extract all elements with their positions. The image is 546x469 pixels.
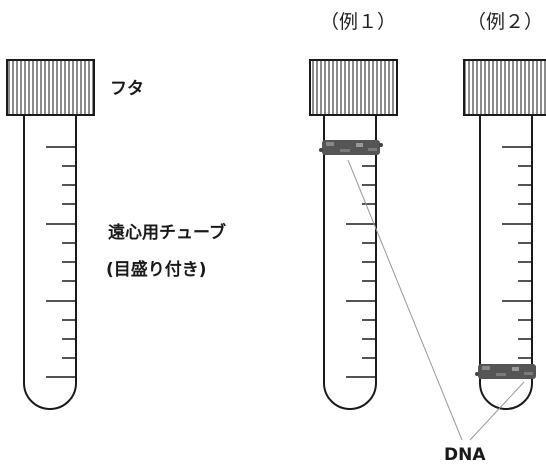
tube-reference-cap: [6, 59, 95, 116]
dna-pointer-example-2: [469, 381, 525, 441]
example-2-label: （例２）: [467, 11, 543, 33]
tube-example-1-scale: [346, 146, 376, 378]
example-1-label: （例１）: [320, 11, 396, 33]
dna-label: DNA: [444, 445, 486, 465]
tube-example-2-body: [479, 114, 533, 410]
dna-pointer-example-1: [347, 159, 463, 441]
tube-sublabel: (目盛り付き): [106, 259, 207, 280]
dna-band-example-2: [475, 364, 536, 379]
tube-reference-scale: [46, 146, 76, 378]
dna-band-example-1: [319, 140, 383, 155]
tube-reference: [6, 59, 95, 410]
tube-example-1-body: [323, 114, 377, 410]
dna-pointers: [347, 159, 525, 441]
tube-example-2-scale: [502, 146, 532, 359]
tube-label: 遠心用チューブ: [108, 222, 226, 243]
tube-example-2: [463, 59, 546, 410]
tube-reference-body: [23, 114, 77, 410]
tube-example-2-cap: [463, 59, 546, 116]
tube-example-1: [309, 59, 398, 410]
cap-label: フタ: [110, 79, 144, 99]
tube-example-1-cap: [309, 59, 398, 116]
